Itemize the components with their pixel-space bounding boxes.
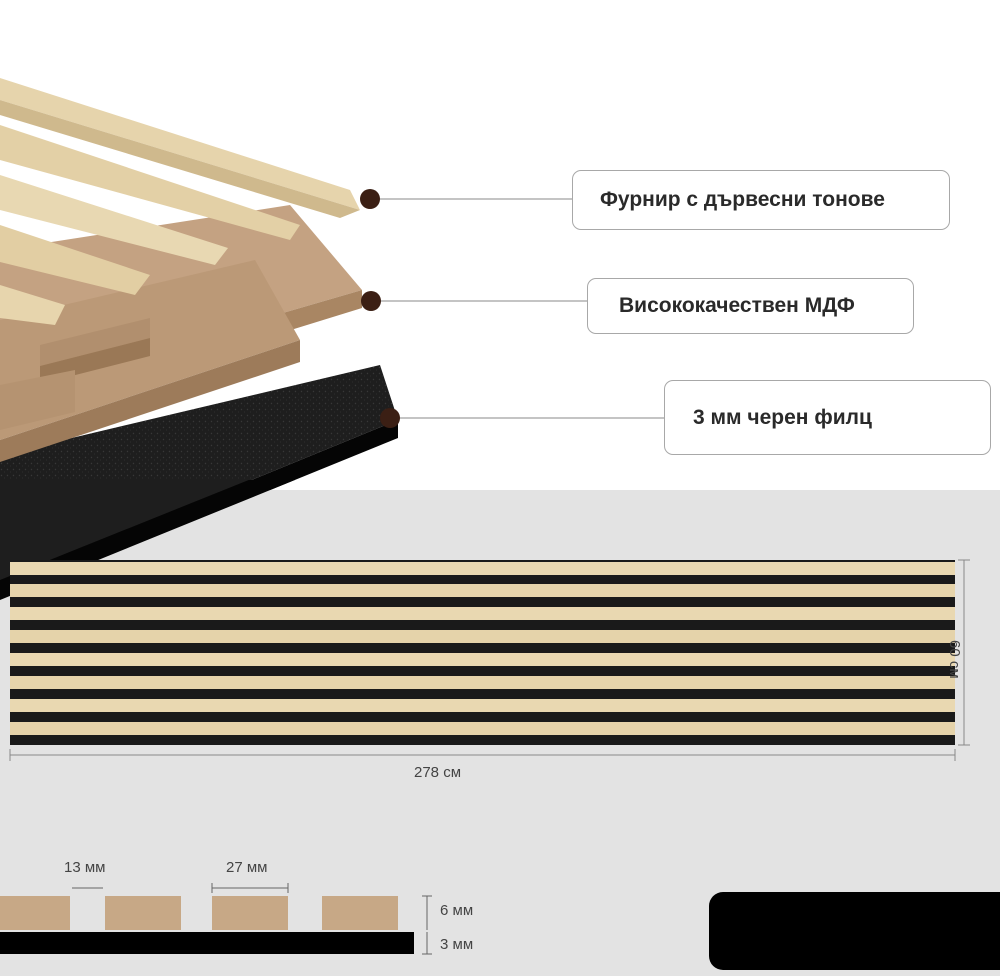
slat-thickness-label: 6 мм xyxy=(440,902,474,919)
callout-connectors xyxy=(360,189,664,428)
mdf-label: Висококачествен МДФ xyxy=(619,294,855,317)
felt-layer-shape xyxy=(0,365,398,490)
mdf-layer-shape xyxy=(0,205,362,462)
felt-thickness-label: 3 мм xyxy=(440,936,474,953)
front-panel-illustration xyxy=(9,559,970,761)
black-badge-shape xyxy=(709,892,1000,970)
panel-slats xyxy=(10,562,955,735)
veneer-layer-shape xyxy=(0,78,360,325)
cross-section-profile xyxy=(0,883,432,955)
panel-length-label: 278 см xyxy=(414,764,462,781)
felt-label-box: 3 мм черен филц xyxy=(664,380,991,455)
felt-label: 3 мм черен филц xyxy=(693,405,872,429)
veneer-label: Фурнир с дървесни тонове xyxy=(600,188,885,211)
veneer-label-box: Фурнир с дървесни тонове xyxy=(572,170,950,230)
dimension-lines xyxy=(9,559,970,761)
slot-width-label: 13 мм xyxy=(64,859,106,876)
exploded-layers-illustration xyxy=(0,78,664,490)
panel-height-label: 60 см xyxy=(946,640,963,679)
mdf-label-box: Висококачествен МДФ xyxy=(587,278,914,334)
exploded-view-section: Фурнир с дървесни тонове Висококачествен… xyxy=(0,78,991,490)
profile-felt xyxy=(0,932,414,954)
slat-width-label: 27 мм xyxy=(226,859,268,876)
profile-dimension-lines xyxy=(72,883,432,955)
profile-slats xyxy=(0,896,398,930)
